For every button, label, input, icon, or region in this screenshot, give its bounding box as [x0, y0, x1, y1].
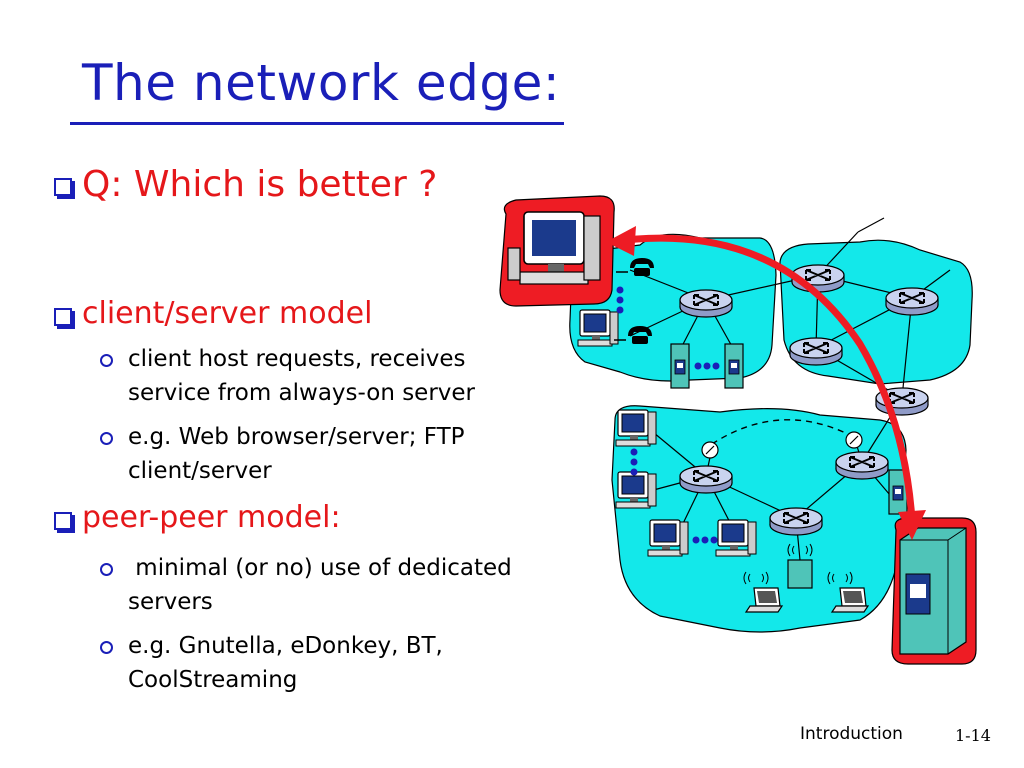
router-icon: [679, 465, 733, 494]
client-server-heading: client/server model: [82, 296, 373, 331]
page-number: 1-14: [955, 726, 991, 745]
cs-item2-line2: client/server: [128, 458, 272, 484]
router-icon: [885, 287, 939, 316]
satellite-dish-icon: [845, 431, 863, 449]
desktop-computer-icon: [615, 409, 657, 447]
title-underline: [70, 122, 564, 125]
bullet-box-icon: [54, 308, 72, 326]
pp-item2-line1: e.g. Gnutella, eDonkey, BT,: [128, 633, 443, 659]
ellipsis-dots-icon: [694, 362, 720, 370]
pp-item2-line2: CoolStreaming: [128, 667, 298, 693]
router-icon: [679, 289, 733, 318]
cs-item1-line2: service from always-on server: [128, 380, 476, 406]
sub-bullet-ring-icon: [100, 563, 113, 576]
highlighted-server: [891, 517, 977, 665]
router-icon: [835, 451, 889, 480]
ellipsis-dots-icon: [692, 536, 718, 544]
router-icon: [769, 507, 823, 536]
router-icon: [789, 337, 843, 366]
cs-item2-line1: e.g. Web browser/server; FTP: [128, 424, 465, 450]
server-tower-icon: [724, 343, 744, 389]
pp-item1-line2: servers: [128, 589, 213, 615]
client-server-arrow: [606, 226, 926, 540]
peer-peer-heading: peer-peer model:: [82, 500, 341, 535]
satellite-dish-icon: [701, 441, 719, 459]
footer-label: Introduction: [800, 724, 903, 744]
desktop-computer-icon: [647, 519, 689, 557]
desktop-computer-icon: [715, 519, 757, 557]
sub-bullet-ring-icon: [100, 354, 113, 367]
desktop-computer-icon: [615, 471, 657, 509]
desktop-computer-icon: [577, 309, 619, 347]
sub-bullet-ring-icon: [100, 641, 113, 654]
bullet-box-icon: [54, 178, 72, 196]
slide-title: The network edge:: [82, 54, 561, 112]
cs-item1-line1: client host requests, receives: [128, 346, 466, 372]
highlighted-client-host: [499, 195, 615, 307]
bullet-box-icon: [54, 512, 72, 530]
question-text: Q: Which is better ?: [82, 164, 438, 205]
ellipsis-dots-icon: [630, 448, 638, 476]
pp-item1-line1: minimal (or no) use of dedicated: [128, 555, 512, 581]
ellipsis-dots-icon: [616, 286, 624, 314]
sub-bullet-ring-icon: [100, 432, 113, 445]
server-tower-icon: [670, 343, 690, 389]
wireless-access-point-icon: [787, 559, 813, 589]
